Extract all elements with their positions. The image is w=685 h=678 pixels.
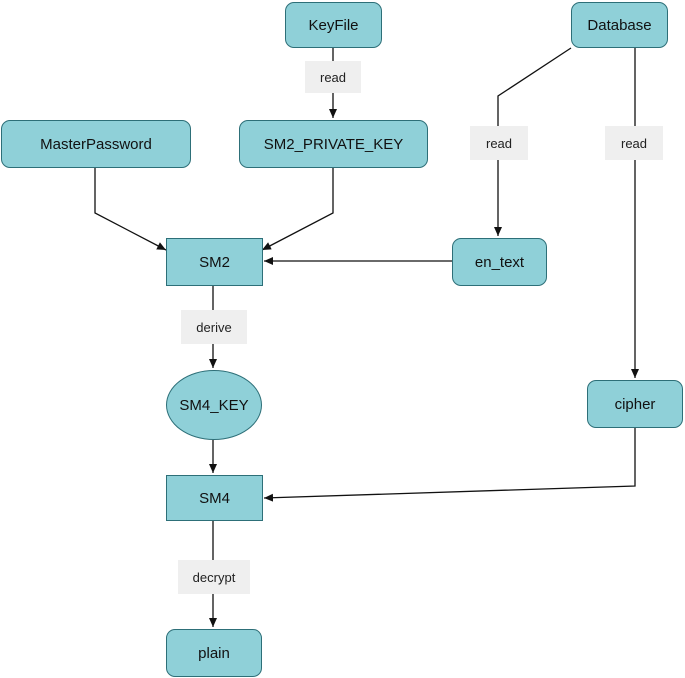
node-master-password: MasterPassword xyxy=(1,120,191,168)
edge-database-to-en-text xyxy=(494,47,572,236)
node-plain: plain xyxy=(166,629,262,677)
node-sm4: SM4 xyxy=(166,475,263,521)
edge-masterpassword-to-sm2 xyxy=(94,168,167,251)
node-en-text: en_text xyxy=(452,238,547,286)
node-keyfile: KeyFile xyxy=(285,2,382,48)
node-sm2-private-key: SM2_PRIVATE_KEY xyxy=(239,120,428,168)
node-database: Database xyxy=(571,2,668,48)
edge-label-keyfile-read: read xyxy=(305,61,361,93)
edge-privkey-to-sm2 xyxy=(261,168,334,251)
node-sm2: SM2 xyxy=(166,238,263,286)
edge-cipher-to-sm4 xyxy=(263,428,636,502)
edge-label-db-read-cipher: read xyxy=(605,126,663,160)
node-sm4-key: SM4_KEY xyxy=(166,370,262,440)
edge-label-decrypt: decrypt xyxy=(178,560,250,594)
edge-label-derive: derive xyxy=(181,310,247,344)
node-cipher: cipher xyxy=(587,380,683,428)
edge-label-db-read-en-text: read xyxy=(470,126,528,160)
